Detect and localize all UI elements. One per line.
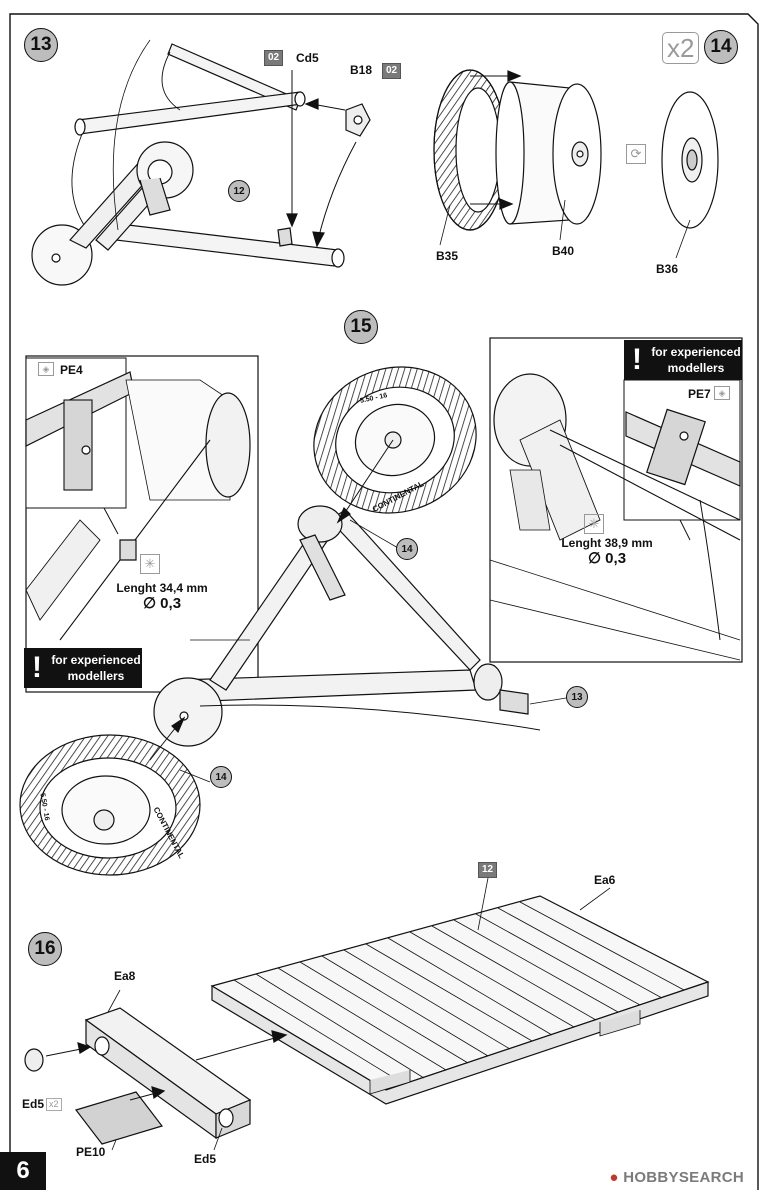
step-13-badge: 13 (24, 28, 58, 62)
watermark-suffix: SEARCH (678, 1169, 744, 1186)
ref-part-12: 12 (228, 180, 250, 202)
pe7-length-note: Lenght 38,9 mm ∅ 0,3 (552, 536, 662, 566)
step-14-multiplier: x2 (662, 32, 700, 64)
step-15-badge: 15 (344, 310, 378, 344)
part-ed5-label-right: Ed5 (194, 1152, 217, 1166)
watermark: ● HOBBYSEARCH (609, 1169, 744, 1186)
step-16-badge: 16 (28, 932, 62, 966)
ref-step-14-top: 14 (396, 538, 418, 560)
warning-icon: ! (632, 343, 642, 376)
part-b18-label: B18 (350, 63, 373, 77)
measure-icon: ✳ (140, 554, 160, 574)
pe4-diameter-text: ∅ 0,3 (142, 595, 182, 612)
step13-drawing (31, 39, 371, 286)
left-experienced-banner: ! for experienced modellers (24, 648, 142, 688)
warning-icon: ! (32, 651, 42, 684)
page-number: 6 (0, 1152, 46, 1190)
step16-drawing (24, 877, 710, 1151)
ed5-multiplier: x2 (46, 1098, 62, 1111)
right-banner-line1: for experienced (651, 345, 741, 359)
pe4-length-text: Lenght 34,4 mm (116, 581, 208, 595)
tag-deck-sprue: 12 (478, 862, 498, 878)
left-banner-line1: for experienced (51, 653, 141, 667)
pe4-length-note: Lenght 34,4 mm ∅ 0,3 (112, 581, 212, 611)
right-banner-line2: modellers (667, 361, 725, 375)
part-b36-label: B36 (656, 262, 679, 276)
tag-cd5-sprue: 02 (264, 50, 284, 66)
part-ea6-label: Ea6 (594, 873, 616, 887)
step15-drawing (19, 337, 743, 876)
part-b40-label: B40 (552, 244, 575, 258)
pe7-diameter-text: ∅ 0,3 (587, 550, 627, 567)
left-banner-line2: modellers (67, 669, 125, 683)
part-cd5-label: Cd5 (296, 51, 319, 65)
part-ea8-label: Ea8 (114, 969, 136, 983)
watermark-brand: HOBBY (623, 1169, 679, 1186)
part-pe7-label: PE7 (688, 387, 711, 401)
part-b35-label: B35 (436, 249, 459, 263)
part-pe10-label: PE10 (76, 1145, 106, 1159)
part-pe4-label: PE4 (60, 363, 83, 377)
step14-drawing (433, 69, 719, 259)
part-ed5-label-left: Ed5 (22, 1097, 45, 1111)
ref-step-14-bottom: 14 (210, 766, 232, 788)
step-14-badge: 14 (704, 30, 738, 64)
right-experienced-banner: ! for experienced modellers (624, 340, 742, 380)
photo-etch-icon: ◈ (714, 386, 730, 400)
pe7-length-text: Lenght 38,9 mm (561, 536, 653, 550)
photo-etch-icon: ◈ (38, 362, 54, 376)
measure-icon: ✳ (584, 514, 604, 534)
ref-step-13: 13 (566, 686, 588, 708)
tag-b18-sprue: 02 (382, 63, 402, 79)
rotate-icon: ⟳ (626, 144, 646, 164)
